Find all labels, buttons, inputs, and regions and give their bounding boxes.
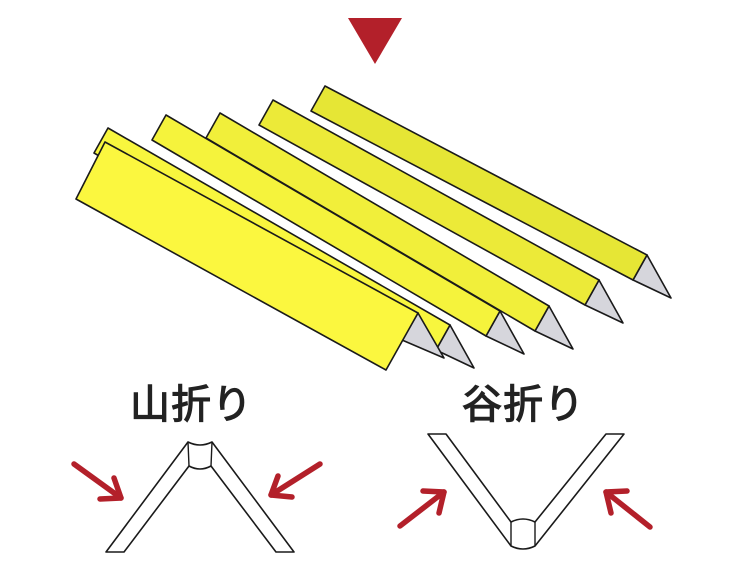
arrow-icon — [603, 488, 653, 530]
mountain-fold-label: 山折り — [130, 382, 253, 428]
valley-fold-diagram — [427, 433, 625, 550]
arrow-icon — [268, 461, 323, 500]
mountain-fold-diagram — [105, 441, 295, 553]
pleat-5 — [258, 99, 624, 324]
valley-fold-label: 谷折り — [462, 382, 585, 428]
pleat-1 — [75, 141, 445, 371]
pleated-paper — [75, 85, 672, 371]
press-arrows — [71, 461, 653, 530]
pleat-3 — [151, 114, 525, 355]
arrow-icon — [71, 461, 124, 502]
arrow-icon — [397, 488, 447, 529]
pleat-4 — [205, 112, 574, 350]
down-triangle-icon — [348, 18, 402, 64]
pleat-6 — [310, 85, 672, 299]
